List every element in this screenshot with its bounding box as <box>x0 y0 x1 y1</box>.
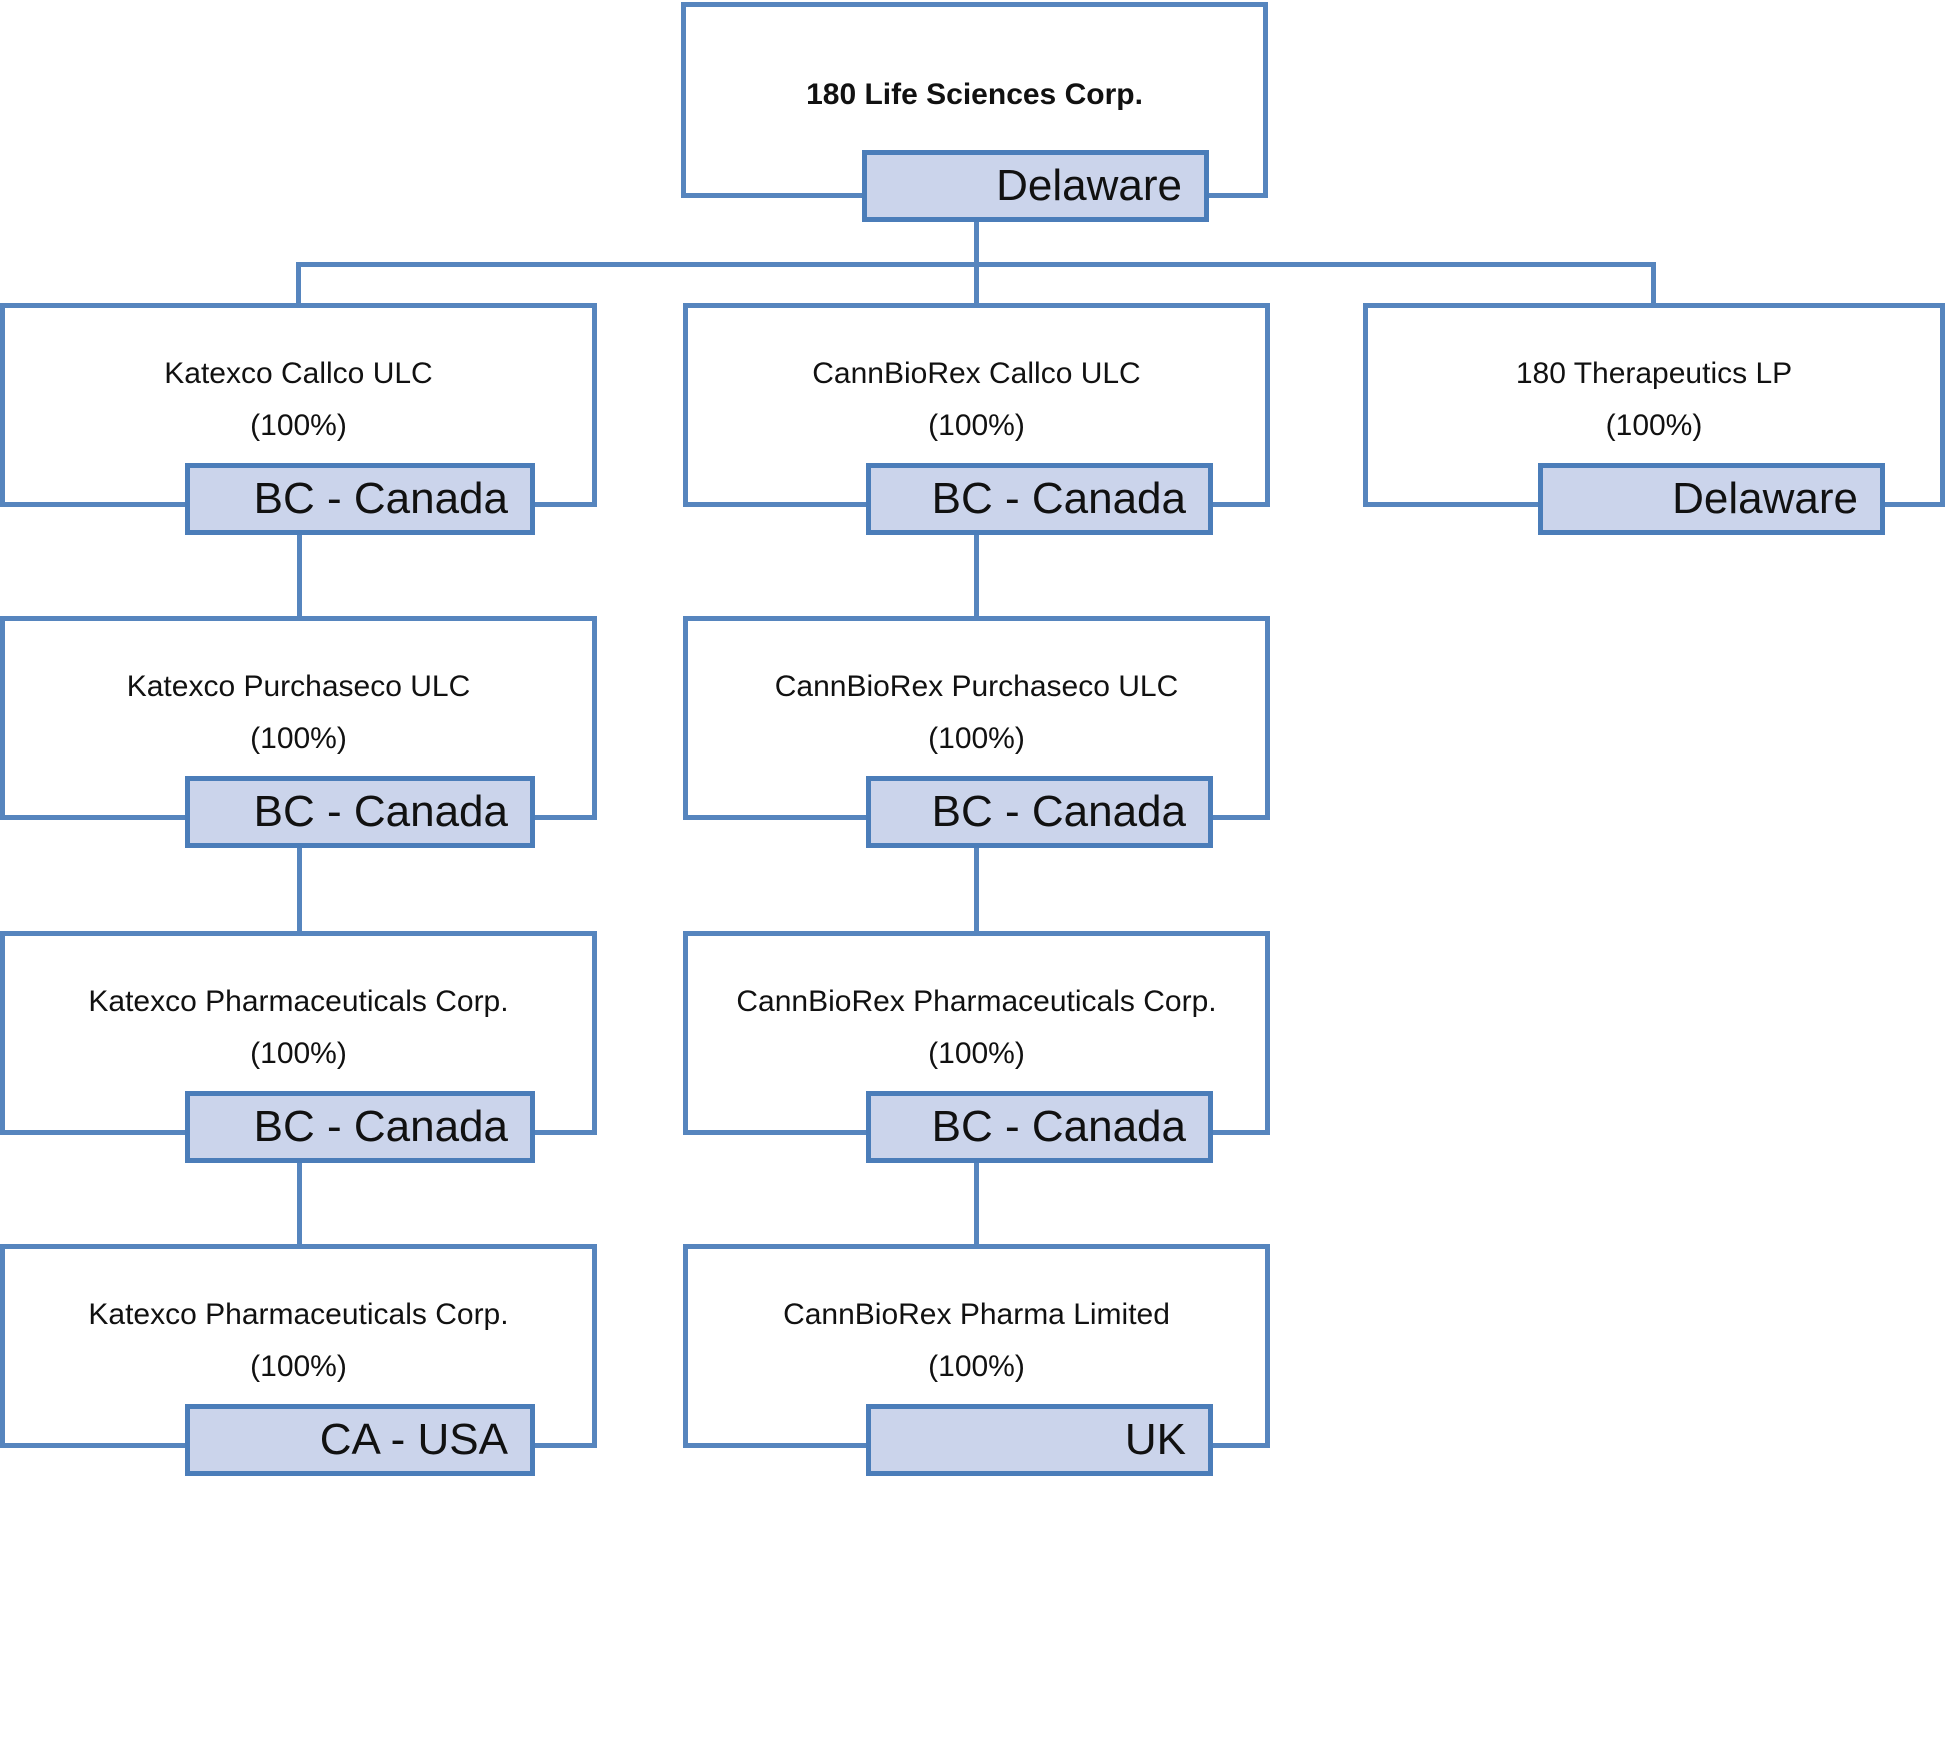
jurisdiction-label: CA - USA <box>319 1415 508 1464</box>
connector-katexco-3 <box>297 1163 302 1248</box>
entity-name: CannBioRex Callco ULC <box>812 357 1141 390</box>
jurisdiction-badge: CA - USA <box>185 1404 535 1476</box>
ownership-percent: (100%) <box>928 722 1025 755</box>
connector-katexco-1 <box>297 535 302 620</box>
entity-name: CannBioRex Pharmaceuticals Corp. <box>736 985 1217 1018</box>
entity-name: Katexco Pharmaceuticals Corp. <box>88 985 509 1018</box>
jurisdiction-label: UK <box>1124 1415 1186 1464</box>
jurisdiction-badge: BC - Canada <box>185 463 535 535</box>
ownership-percent: (100%) <box>928 1350 1025 1383</box>
connector-drop-katexco <box>296 262 301 307</box>
jurisdiction-label: Delaware <box>1672 474 1858 523</box>
node-katexco-callco: Katexco Callco ULC (100%) <box>0 303 597 507</box>
jurisdiction-badge: Delaware <box>862 150 1209 222</box>
jurisdiction-label: Delaware <box>996 161 1182 210</box>
entity-name: Katexco Purchaseco ULC <box>126 670 471 703</box>
jurisdiction-label: BC - Canada <box>931 787 1186 836</box>
connector-drop-cannbiorex <box>974 262 979 307</box>
ownership-percent: (100%) <box>250 409 347 442</box>
node-katexco-purchaseco: Katexco Purchaseco ULC (100%) <box>0 616 597 820</box>
jurisdiction-badge: BC - Canada <box>185 776 535 848</box>
ownership-percent: (100%) <box>250 1037 347 1070</box>
connector-root-stub <box>974 222 979 267</box>
entity-name: 180 Therapeutics LP <box>1515 357 1793 390</box>
ownership-percent: (100%) <box>1605 409 1703 442</box>
jurisdiction-label: BC - Canada <box>253 474 508 523</box>
jurisdiction-badge: BC - Canada <box>866 463 1213 535</box>
connector-cannbiorex-1 <box>974 535 979 620</box>
jurisdiction-label: BC - Canada <box>253 787 508 836</box>
connector-cannbiorex-2 <box>974 848 979 935</box>
connector-katexco-2 <box>297 848 302 935</box>
ownership-percent: (100%) <box>928 409 1025 442</box>
entity-name: Katexco Callco ULC <box>164 357 433 390</box>
jurisdiction-badge: BC - Canada <box>866 776 1213 848</box>
connector-drop-therapeutics <box>1651 262 1656 307</box>
entity-name: CannBioRex Purchaseco ULC <box>774 670 1179 703</box>
entity-name: Katexco Pharmaceuticals Corp. <box>88 1298 509 1331</box>
entity-name: 180 Life Sciences Corp. <box>806 78 1143 111</box>
jurisdiction-badge: BC - Canada <box>866 1091 1213 1163</box>
jurisdiction-label: BC - Canada <box>931 1102 1186 1151</box>
jurisdiction-label: BC - Canada <box>253 1102 508 1151</box>
entity-name: CannBioRex Pharma Limited <box>783 1298 1170 1331</box>
ownership-percent: (100%) <box>250 722 347 755</box>
ownership-percent: (100%) <box>928 1037 1025 1070</box>
jurisdiction-badge: Delaware <box>1538 463 1885 535</box>
jurisdiction-badge: BC - Canada <box>185 1091 535 1163</box>
ownership-percent: (100%) <box>250 1350 347 1383</box>
connector-cannbiorex-3 <box>974 1163 979 1248</box>
jurisdiction-badge: UK <box>866 1404 1213 1476</box>
jurisdiction-label: BC - Canada <box>931 474 1186 523</box>
